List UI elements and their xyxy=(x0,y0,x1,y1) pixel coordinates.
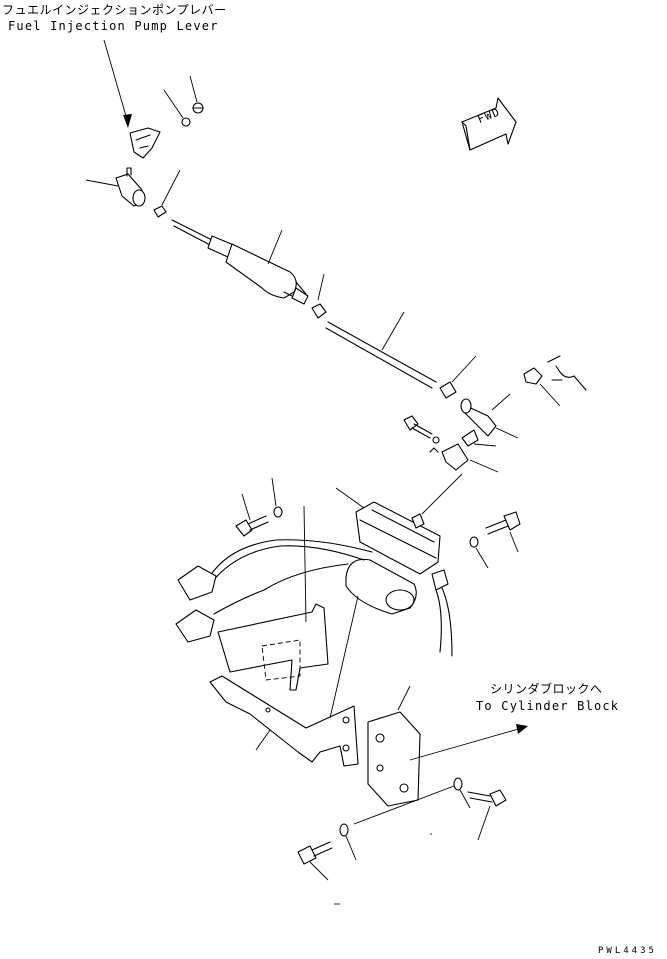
actuator-motor xyxy=(335,487,453,657)
spacer-plate xyxy=(367,685,421,807)
rod-end-fitting xyxy=(460,355,587,439)
small-linkage xyxy=(403,415,499,515)
drawing-code: PWL4435 xyxy=(598,946,657,956)
threaded-rod xyxy=(325,311,477,399)
pump-lever-label-en: Fuel Injection Pump Lever xyxy=(8,19,219,33)
pump-lever xyxy=(129,75,204,159)
cylinder-block-arrow xyxy=(409,724,528,761)
right-bolt xyxy=(469,511,521,569)
bracket xyxy=(209,505,359,767)
upper-left-bolt xyxy=(235,477,283,537)
cylinder-block-label-jp: シリンダブロックへ xyxy=(490,682,603,696)
ball-joint xyxy=(85,167,181,218)
pump-lever-arrow xyxy=(103,39,132,128)
bottom-bolts xyxy=(297,777,507,905)
pump-lever-label-jp: フュエルインジェクションポンプレバー xyxy=(2,3,227,17)
damper-rod xyxy=(171,219,327,319)
cylinder-block-label-en: To Cylinder Block xyxy=(476,699,620,713)
wire-harness xyxy=(175,539,373,643)
fwd-marker xyxy=(461,97,517,151)
